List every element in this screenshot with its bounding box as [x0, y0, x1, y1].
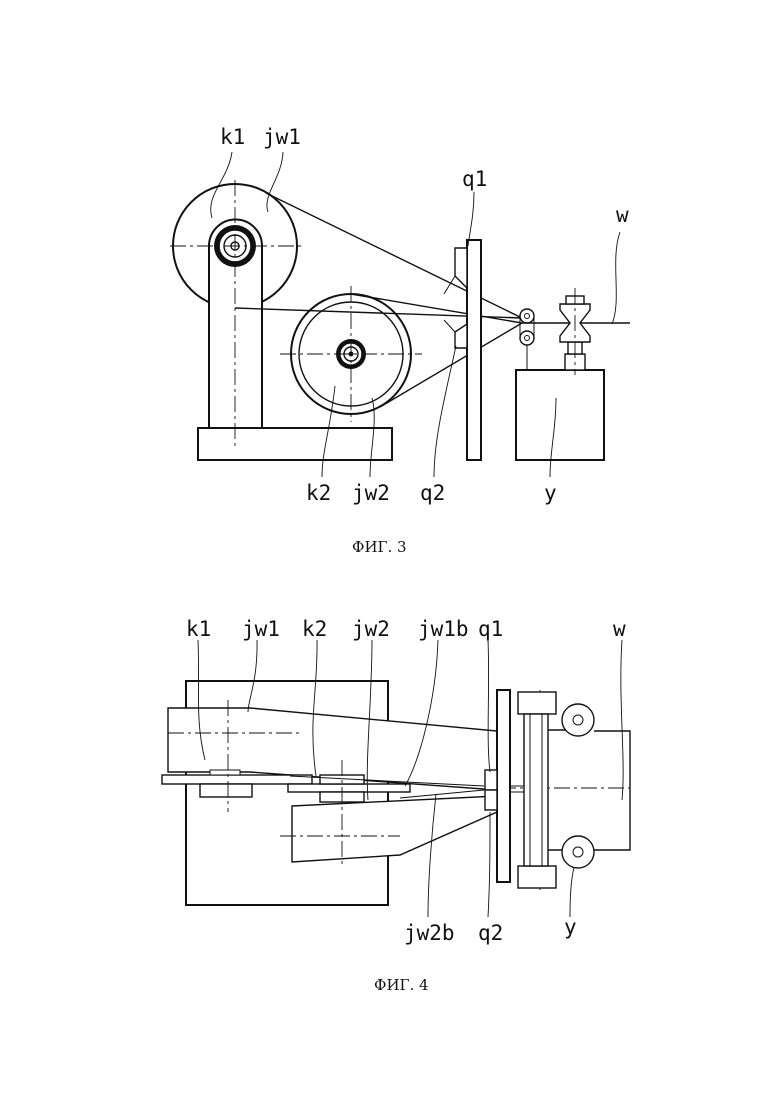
- label-jw1-top: jw1: [242, 617, 280, 641]
- caption-fig3: ФИГ. 3: [352, 538, 407, 556]
- label-jw2-top: jw2: [352, 617, 390, 641]
- label-k1-top: k1: [186, 617, 211, 641]
- label-q1: q1: [462, 167, 487, 191]
- label-jw2: jw2: [352, 481, 390, 505]
- wire-w-top: [594, 731, 630, 850]
- label-y-top: y: [564, 915, 577, 939]
- wire-rollers: [520, 309, 534, 372]
- belt-jw2: [351, 294, 522, 407]
- label-q1-top: q1: [478, 617, 503, 641]
- figure-3: k1 jw1 q1 w k2 jw2 q2 y ФИГ. 3: [170, 125, 630, 556]
- label-w: w: [616, 203, 629, 227]
- caption-fig4: ФИГ. 4: [374, 976, 429, 994]
- label-jw2b: jw2b: [404, 921, 455, 945]
- label-q2-top: q2: [478, 921, 503, 945]
- guide-q1-top: [485, 770, 497, 790]
- base-plate: [198, 428, 392, 460]
- label-jw1: jw1: [263, 125, 301, 149]
- unit-y-top: [518, 692, 594, 888]
- guide-q1: [455, 248, 467, 288]
- belt-jw2-top: [292, 796, 497, 862]
- label-y: y: [544, 481, 557, 505]
- label-k1: k1: [220, 125, 245, 149]
- guide-plate: [467, 240, 481, 460]
- guide-q2: [455, 324, 467, 348]
- label-k2-top: k2: [302, 617, 327, 641]
- label-q2: q2: [420, 481, 445, 505]
- label-k2: k2: [306, 481, 331, 505]
- figure-4: k1 jw1 k2 jw2 jw1b q1 w jw2b q2 y ФИГ. 4: [162, 617, 630, 994]
- guide-q2-top: [485, 790, 497, 810]
- label-jw1b: jw1b: [418, 617, 469, 641]
- label-w-top: w: [613, 617, 626, 641]
- guide-plate-top: [497, 690, 510, 882]
